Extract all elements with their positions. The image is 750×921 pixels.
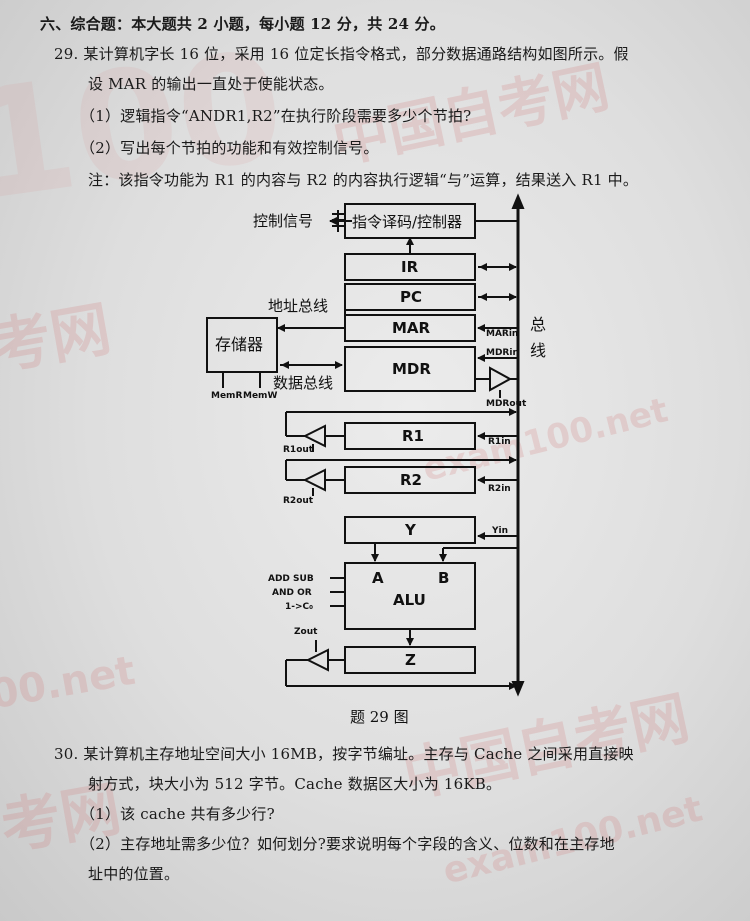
q30-subquestion-2: （2）主存地址需多少位？如何划分?要求说明每个字段的含义、位数和在主存地 [80,835,615,853]
q29-stem-line-1: 29. 某计算机字长 16 位，采用 16 位定长指令格式，部分数据通路结构如图… [54,45,629,63]
memory-label: 存储器 [215,335,263,354]
zout-signal: Zout [294,627,318,637]
ir-register: IR [401,258,419,276]
data-bus-label: 数据总线 [273,374,333,392]
figure-caption: 题 29 图 [350,708,409,726]
y-register: Y [404,521,417,539]
r2out-signal: R2out [283,496,314,506]
q29-note: 注：该指令功能为 R1 的内容与 R2 的内容执行逻辑“与”运算，结果送入 R1… [88,171,639,189]
bus-label-top: 总 [530,315,546,334]
r2in-signal: R2in [488,484,511,494]
marin-signal: MARin [486,329,518,339]
address-bus-label: 地址总线 [268,297,328,315]
alu-control-and-or: AND OR [272,588,312,598]
mdrin-signal: MDRin [486,348,519,358]
alu-input-a: A [372,569,384,587]
alu-label: ALU [393,591,426,609]
q30-subquestion-1: （1）该 cache 共有多少行? [80,805,275,823]
alu-input-b: B [438,569,449,587]
memw-signal: MemW [243,391,277,401]
control-signals-label: 控制信号 [253,212,313,230]
q29-stem-line-2: 设 MAR 的输出一直处于使能状态。 [88,75,334,93]
q30-stem-line-1: 30. 某计算机主存地址空间大小 16MB，按字节编址。主存与 Cache 之间… [54,745,634,763]
mdr-register: MDR [392,360,431,378]
alu-control-add-sub: ADD SUB [268,574,314,584]
bus-label-bottom: 线 [530,341,546,360]
yin-signal: Yin [491,526,508,536]
q29-subquestion-2: （2）写出每个节拍的功能和有效控制信号。 [80,139,379,157]
z-register: Z [405,651,416,669]
r1-register: R1 [402,427,424,445]
q30-stem-line-2: 射方式，块大小为 512 字节。Cache 数据区大小为 16KB。 [88,775,502,793]
decoder-label: 指令译码/控制器 [352,213,462,231]
r1out-signal: R1out [283,445,314,455]
mdrout-signal: MDRout [486,399,527,409]
r2-register: R2 [400,471,422,489]
q29-subquestion-1: （1）逻辑指令“ANDR1,R2”在执行阶段需要多少个节拍? [80,107,472,125]
pc-register: PC [400,288,422,306]
section-heading: 六、综合题：本大题共 2 小题，每小题 12 分，共 24 分。 [40,15,445,33]
alu-control-carry: 1->C₀ [285,602,313,612]
memr-signal: MemR [211,391,242,401]
q30-subquestion-2-cont: 址中的位置。 [88,865,180,883]
mar-register: MAR [392,319,431,337]
r1in-signal: R1in [488,437,511,447]
